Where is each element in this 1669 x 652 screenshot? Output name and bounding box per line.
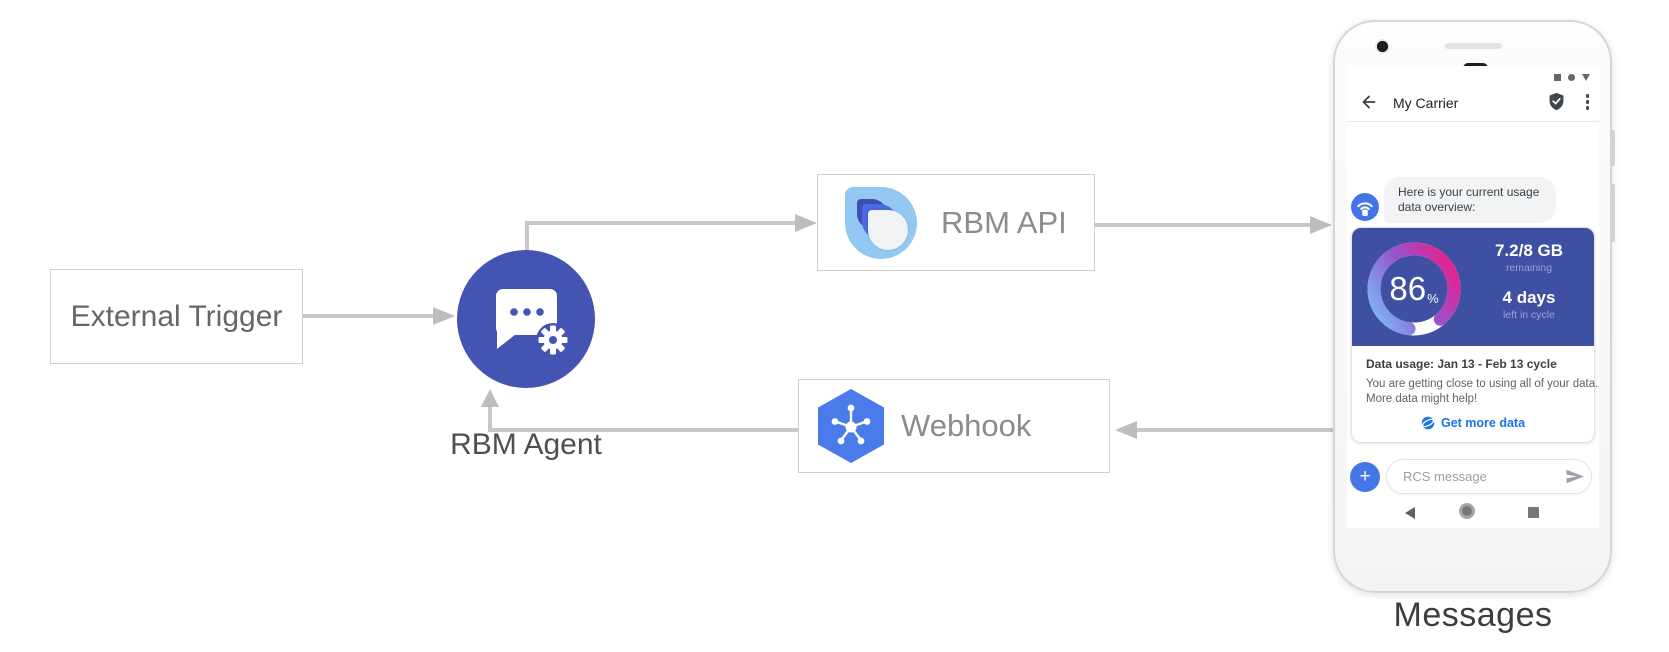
gauge-value: 86 %: [1362, 237, 1466, 341]
app-bar: My Carrier: [1347, 84, 1599, 122]
usage-facts: 7.2/8 GB remaining 4 days left in cycle: [1470, 241, 1588, 321]
get-more-data-label: Get more data: [1440, 416, 1526, 430]
percent-value: 86: [1389, 270, 1427, 307]
back-arrow-icon[interactable]: [1359, 93, 1377, 111]
external-trigger-label: External Trigger: [70, 299, 283, 333]
chat-gear-icon: [496, 289, 570, 357]
arrowhead-right-icon: [795, 214, 817, 232]
status-bar: [1554, 74, 1590, 81]
arrowhead-right-icon: [433, 307, 455, 325]
globe-icon: [1421, 416, 1435, 430]
usage-card-text-line: You are getting close to using all of yo…: [1366, 378, 1599, 390]
webhook-label: Webhook: [901, 408, 1032, 443]
connector-agent-up: [525, 223, 529, 252]
quota-value: 7.2/8 GB: [1494, 241, 1564, 260]
phone-mockup: My Carrier Here is your current usage da…: [1333, 20, 1615, 593]
phone-screen: My Carrier Here is your current usage da…: [1347, 66, 1599, 528]
days-value: 4 days: [1502, 288, 1556, 307]
status-square-icon: [1554, 74, 1561, 81]
usage-card-title: Data usage: Jan 13 - Feb 13 cycle: [1366, 357, 1557, 371]
get-more-data-button[interactable]: Get more data: [1366, 416, 1580, 430]
nav-back-icon[interactable]: [1405, 507, 1415, 519]
quota-caption: remaining: [1505, 262, 1553, 274]
add-attachment-button[interactable]: +: [1350, 462, 1380, 492]
rbm-agent-label: RBM Agent: [450, 428, 602, 461]
nav-home-icon[interactable]: [1459, 503, 1475, 519]
status-triangle-icon: [1582, 74, 1590, 81]
phone-caption: Messages: [1393, 596, 1553, 634]
connector-phone-to-webhook: [1137, 428, 1333, 432]
usage-card-body: Data usage: Jan 13 - Feb 13 cycle You ar…: [1352, 346, 1599, 430]
nav-recents-icon[interactable]: [1528, 507, 1539, 518]
rbm-api-label: RBM API: [941, 204, 1067, 240]
overflow-menu-icon[interactable]: [1585, 94, 1589, 110]
broadcast-antenna-icon: [1357, 202, 1373, 216]
percent-sign: %: [1427, 290, 1439, 306]
arrowhead-right-icon: [1310, 216, 1332, 234]
usage-card-header: 86 % 7.2/8 GB remaining 4 days left in c…: [1352, 228, 1594, 346]
bubble-text-line: data overview:: [1398, 200, 1476, 214]
plus-icon: +: [1359, 466, 1371, 487]
connector-trigger-to-agent: [303, 314, 435, 318]
send-icon[interactable]: [1565, 468, 1585, 485]
usage-gauge: [1367, 242, 1461, 336]
arrowhead-left-icon: [1115, 421, 1137, 439]
status-dot-icon: [1568, 74, 1575, 81]
connector-agent-to-api: [525, 221, 795, 225]
rbm-logo-icon: [845, 186, 917, 259]
cloud-hexagon-icon: [818, 389, 884, 463]
chat-bubble: Here is your current usage data overview…: [1384, 177, 1556, 223]
power-button: [1610, 130, 1615, 166]
usage-card: 86 % 7.2/8 GB remaining 4 days left in c…: [1351, 227, 1599, 443]
front-camera: [1377, 41, 1388, 52]
verified-shield-icon: [1549, 92, 1564, 111]
days-caption: left in cycle: [1503, 309, 1555, 321]
volume-button: [1610, 184, 1615, 242]
connector-webhook-up: [488, 406, 492, 432]
conversation-title: My Carrier: [1393, 95, 1459, 111]
speaker-slot: [1445, 43, 1502, 49]
rbm-agent-node: [457, 250, 595, 388]
agent-avatar: [1351, 193, 1379, 221]
bubble-text-line: Here is your current usage: [1398, 185, 1540, 199]
webhook-node: Webhook: [798, 379, 1110, 473]
connector-api-to-phone: [1095, 223, 1312, 227]
rcs-message-input[interactable]: [1386, 459, 1592, 494]
connector-webhook-to-agent: [488, 428, 798, 432]
external-trigger-node: External Trigger: [50, 269, 303, 364]
usage-card-text-line: More data might help!: [1366, 393, 1478, 405]
arrowhead-up-icon: [481, 389, 499, 407]
rbm-api-node: RBM API: [817, 174, 1095, 271]
